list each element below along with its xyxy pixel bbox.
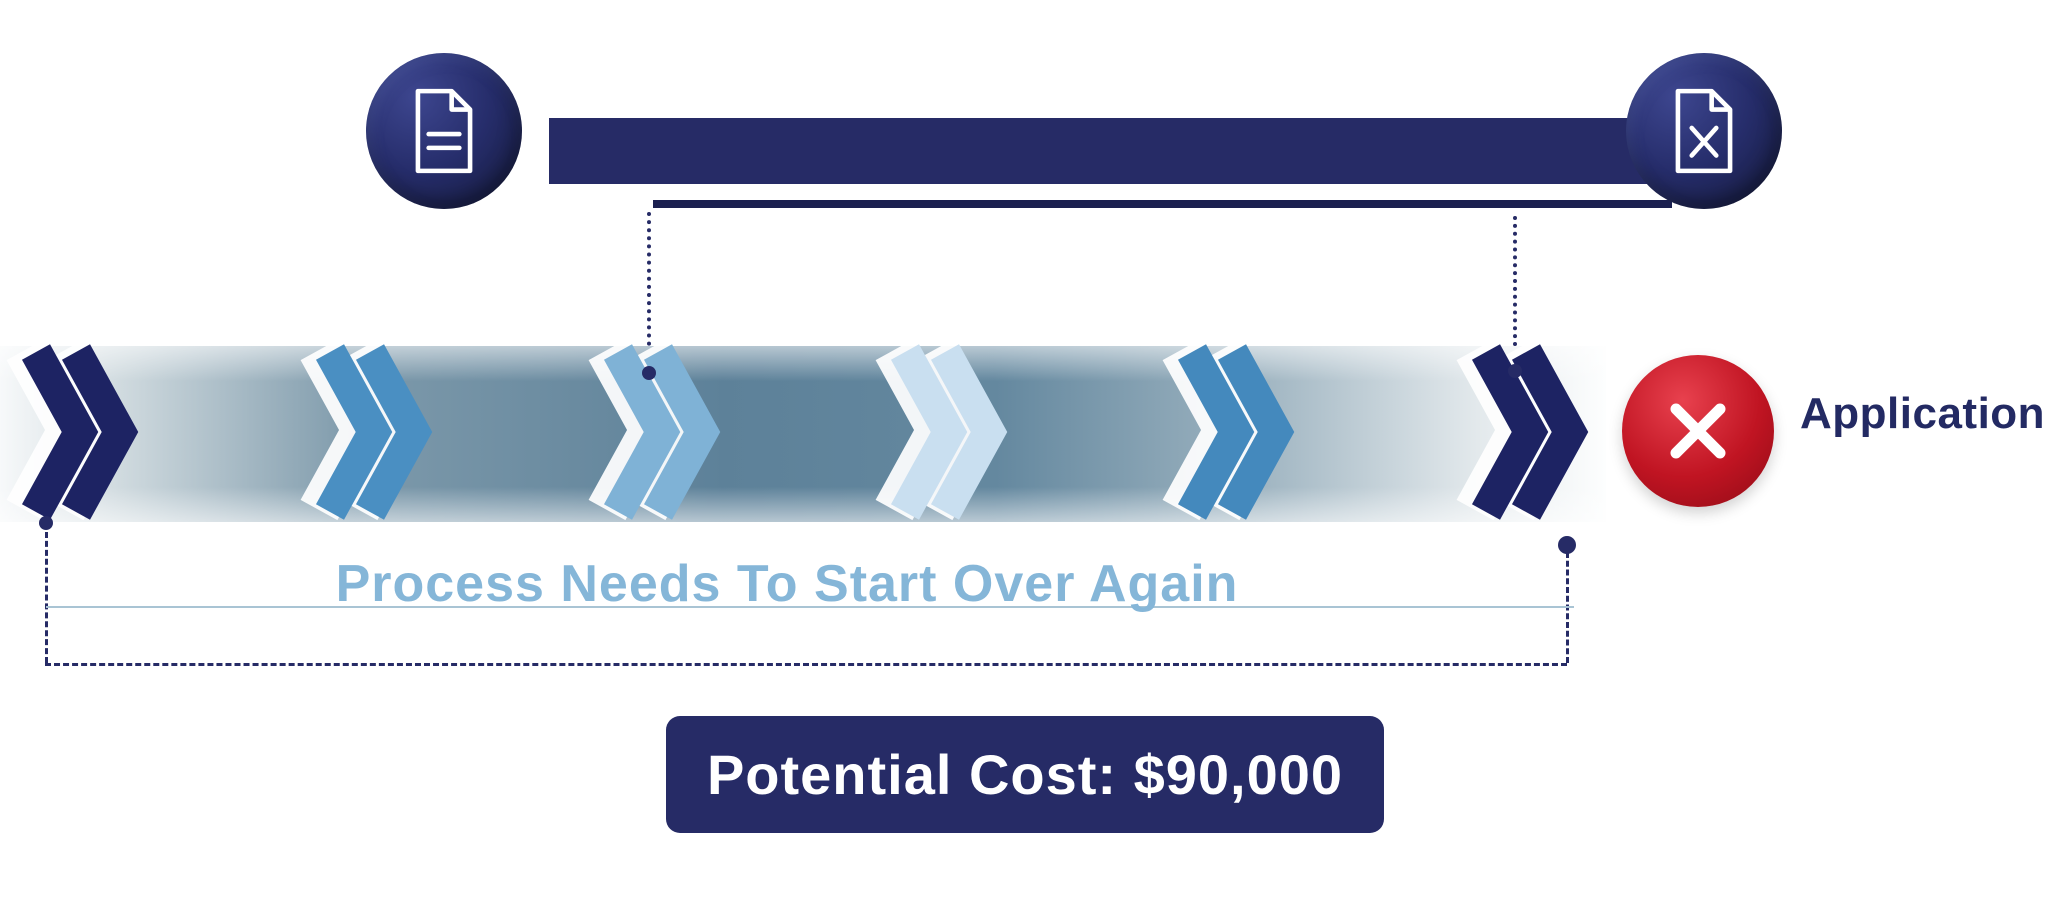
process-chevron-strip bbox=[0, 339, 1606, 522]
denied-badge bbox=[1622, 355, 1774, 507]
process-band-soft-edge bbox=[0, 346, 1606, 522]
bracket-dot-left bbox=[39, 516, 53, 530]
timeline-bar bbox=[549, 118, 1679, 184]
bracket-line-bottom bbox=[45, 663, 1567, 666]
document-start-badge bbox=[366, 53, 522, 209]
potential-cost-badge: Potential Cost: $90,000 bbox=[666, 716, 1384, 833]
x-circle-icon bbox=[1670, 403, 1726, 459]
restart-underline bbox=[46, 606, 1574, 608]
bracket-line-left bbox=[45, 532, 48, 663]
potential-cost-label: Potential Cost: $90,000 bbox=[706, 743, 1344, 806]
chevron-step-6 bbox=[1456, 339, 1589, 521]
chevron-step-1 bbox=[6, 339, 139, 521]
document-x-icon bbox=[1675, 88, 1733, 174]
timeline-underline bbox=[653, 200, 1672, 208]
connector-dotted-right bbox=[1513, 216, 1517, 362]
connector-dot-left bbox=[642, 366, 656, 380]
chevron-step-4 bbox=[875, 339, 1008, 521]
connector-dotted-left bbox=[647, 212, 651, 362]
application-label: Application bbox=[1800, 389, 2046, 438]
chevron-step-3 bbox=[588, 339, 721, 521]
chevron-step-2 bbox=[300, 339, 433, 521]
chevron-step-5 bbox=[1162, 339, 1295, 521]
document-icon bbox=[415, 88, 473, 174]
bracket-dot-right bbox=[1558, 536, 1576, 554]
restart-label: Process Needs To Start Over Again bbox=[335, 555, 1239, 613]
document-rejected-badge bbox=[1626, 53, 1782, 209]
connector-dot-right bbox=[1508, 364, 1522, 378]
